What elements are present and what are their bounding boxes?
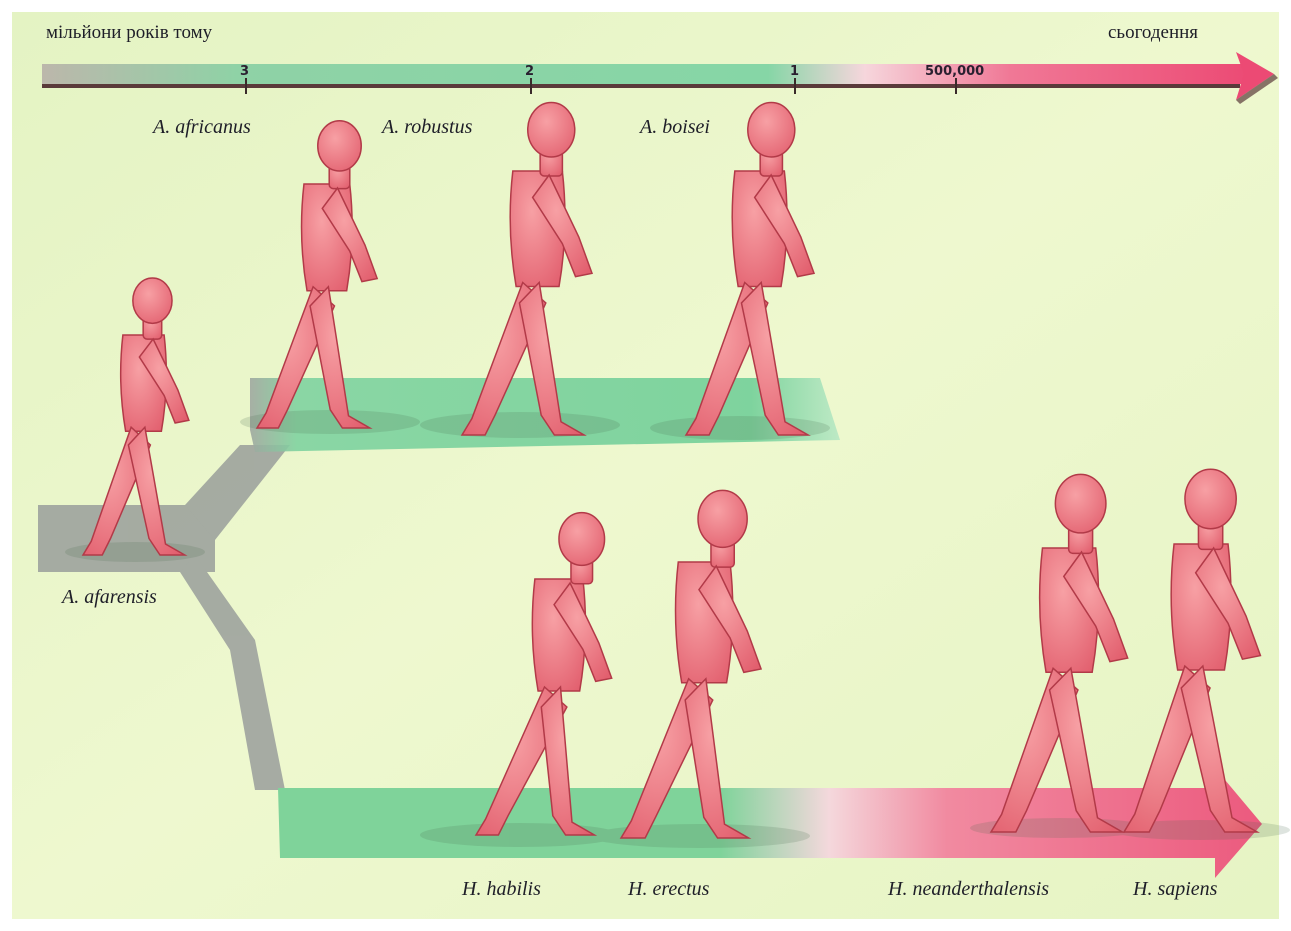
label-boisei: A. boisei (640, 116, 710, 139)
timeline-right-label: сьогодення (1108, 22, 1198, 44)
label-neanderthalensis: H. neanderthalensis (888, 878, 1049, 901)
label-erectus: H. erectus (628, 878, 709, 901)
label-sapiens: H. sapiens (1133, 878, 1217, 901)
label-afarensis: A. afarensis (62, 586, 157, 609)
timeline-left-label: мільйони років тому (46, 22, 212, 44)
tick-label-500000: 500,000 (925, 64, 984, 79)
tick-label-3: 3 (240, 64, 249, 79)
tick-label-1: 1 (790, 64, 799, 79)
label-habilis: H. habilis (462, 878, 541, 901)
label-africanus: A. africanus (153, 116, 251, 139)
label-robustus: A. robustus (382, 116, 472, 139)
tick-label-2: 2 (525, 64, 534, 79)
